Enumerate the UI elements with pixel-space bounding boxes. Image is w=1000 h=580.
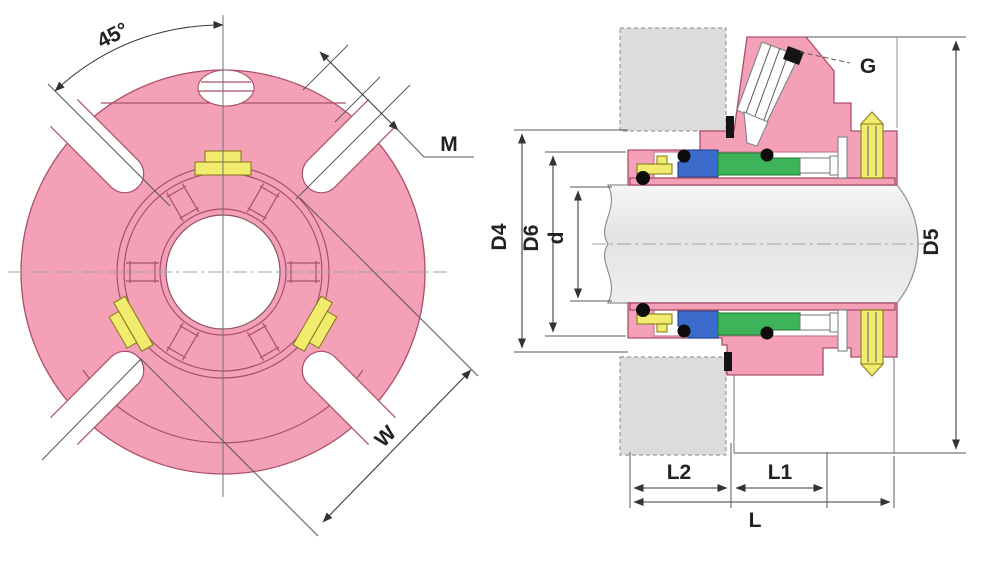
dim-D5: D5 <box>734 36 966 454</box>
dim-d5-label: D5 <box>920 228 943 255</box>
sleeve-strip-upper <box>629 177 896 186</box>
front-view: 45° M W <box>8 15 479 537</box>
dim-d-label: d <box>545 232 568 245</box>
dim-l-label: L <box>749 509 762 532</box>
bolt-slot-lower-left <box>50 350 145 445</box>
port-section-fill <box>783 46 804 65</box>
dim-G: G <box>799 51 876 78</box>
dim-d6-label: D6 <box>520 225 543 252</box>
set-screw-front-lower-left <box>108 295 154 353</box>
set-screw-section-upper <box>636 163 673 175</box>
bolt-slot-lower-right <box>301 350 396 445</box>
dim-l2-label: L2 <box>667 461 692 484</box>
angle-label: 45° <box>93 18 132 53</box>
oring-lower-right <box>760 326 774 340</box>
dim-L2: L2 <box>629 443 732 508</box>
dim-M: M <box>302 44 474 158</box>
gasket-upper <box>726 116 734 138</box>
gland-slot-upper <box>837 136 848 179</box>
bolt-slot-upper-left <box>50 99 145 194</box>
set-screw-section-lower <box>636 313 673 325</box>
set-screw-front-lower-right <box>292 295 338 353</box>
oring-upper-left <box>636 171 650 185</box>
gland-bolt-upper <box>859 111 885 179</box>
section-view: G D4 D6 d <box>488 27 966 532</box>
dim-L: L <box>633 456 895 532</box>
set-screw-nub-upper <box>656 155 668 165</box>
slot-width-label: M <box>440 133 458 156</box>
housing-upper <box>619 27 727 132</box>
flush-port-section <box>736 41 804 147</box>
housing-lower <box>619 356 727 456</box>
dim-l1-label: L1 <box>768 461 793 484</box>
dim-d: d <box>545 186 612 302</box>
set-screw-nub-lower <box>656 323 668 333</box>
flush-port-hole <box>197 69 255 107</box>
oring-upper-mid <box>677 149 691 163</box>
port-label: G <box>860 55 876 78</box>
gland-bolt-lower <box>859 309 885 377</box>
gland-slot-lower <box>837 309 848 352</box>
dim-D4: D4 <box>488 129 628 353</box>
dim-d4-label: D4 <box>488 223 511 250</box>
oring-lower-left <box>636 303 650 317</box>
oring-lower-mid <box>677 324 691 338</box>
slot-axis-lower-left <box>41 359 141 461</box>
slot-axis-upper-right <box>295 84 411 200</box>
spring-seat-upper <box>799 157 833 174</box>
dim-D6: D6 <box>520 151 626 337</box>
oring-upper-right <box>760 148 774 162</box>
spring-seat-lower <box>799 314 833 331</box>
gasket-lower <box>724 352 732 371</box>
sleeve-strip-lower <box>629 302 896 311</box>
dim-L1: L1 <box>735 452 828 508</box>
slot-axis-upper-left <box>47 83 171 207</box>
